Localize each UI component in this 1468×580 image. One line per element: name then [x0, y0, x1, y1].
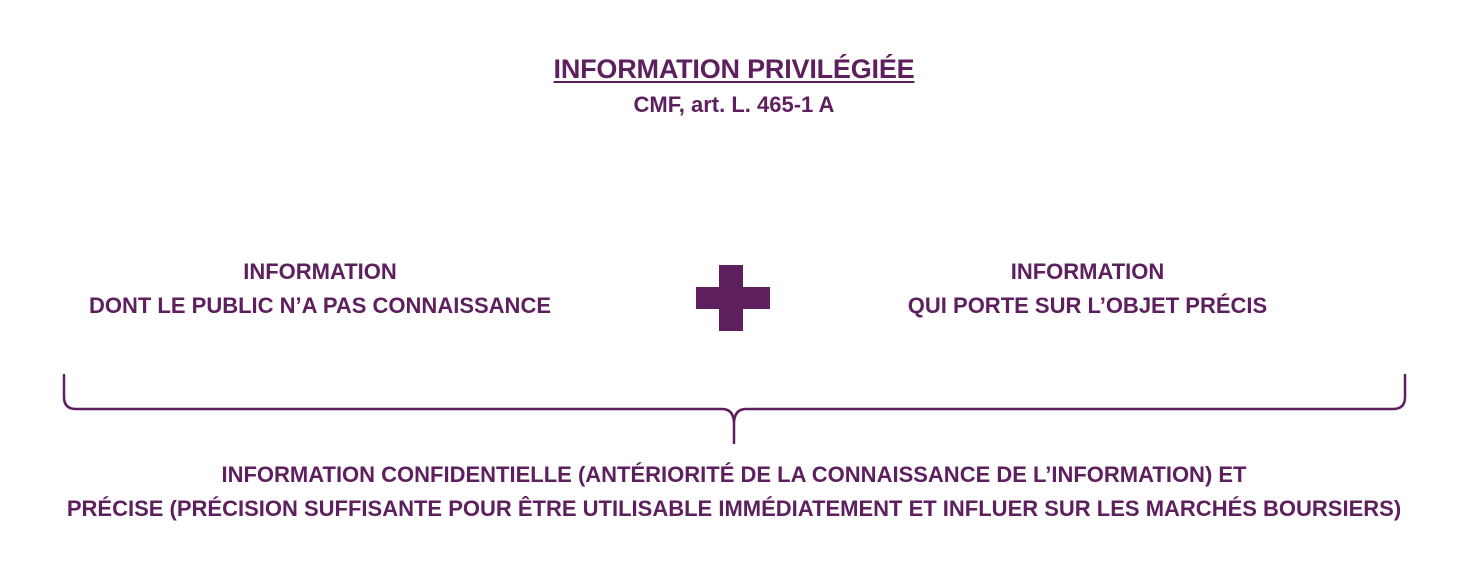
criterion-right-line1: INFORMATION [1010, 259, 1165, 284]
diagram-title: INFORMATION PRIVILÉGIÉE [0, 52, 1468, 86]
criterion-left-line2: DONT LE PUBLIC N’A PAS CONNAISSANCE [88, 293, 552, 318]
criterion-left-line1: INFORMATION [243, 259, 397, 284]
curly-brace-path [62, 373, 1407, 445]
conclusion: INFORMATION CONFIDENTIELLE (ANTÉRIORITÉ … [0, 458, 1468, 526]
criterion-right-line2: QUI PORTE SUR L’OBJET PRÉCIS [907, 293, 1268, 318]
title-text: INFORMATION PRIVILÉGIÉE [553, 54, 915, 84]
criterion-left: INFORMATION DONT LE PUBLIC N’A PAS CONNA… [60, 255, 580, 323]
legal-reference: CMF, art. L. 465-1 A [633, 92, 835, 117]
plus-icon-horizontal-bar [696, 287, 770, 309]
criterion-right: INFORMATION QUI PORTE SUR L’OBJET PRÉCIS [880, 255, 1295, 323]
conclusion-line2: PRÉCISE (PRÉCISION SUFFISANTE POUR ÊTRE … [66, 496, 1402, 521]
conclusion-line1: INFORMATION CONFIDENTIELLE (ANTÉRIORITÉ … [221, 462, 1247, 487]
plus-icon [696, 265, 770, 331]
